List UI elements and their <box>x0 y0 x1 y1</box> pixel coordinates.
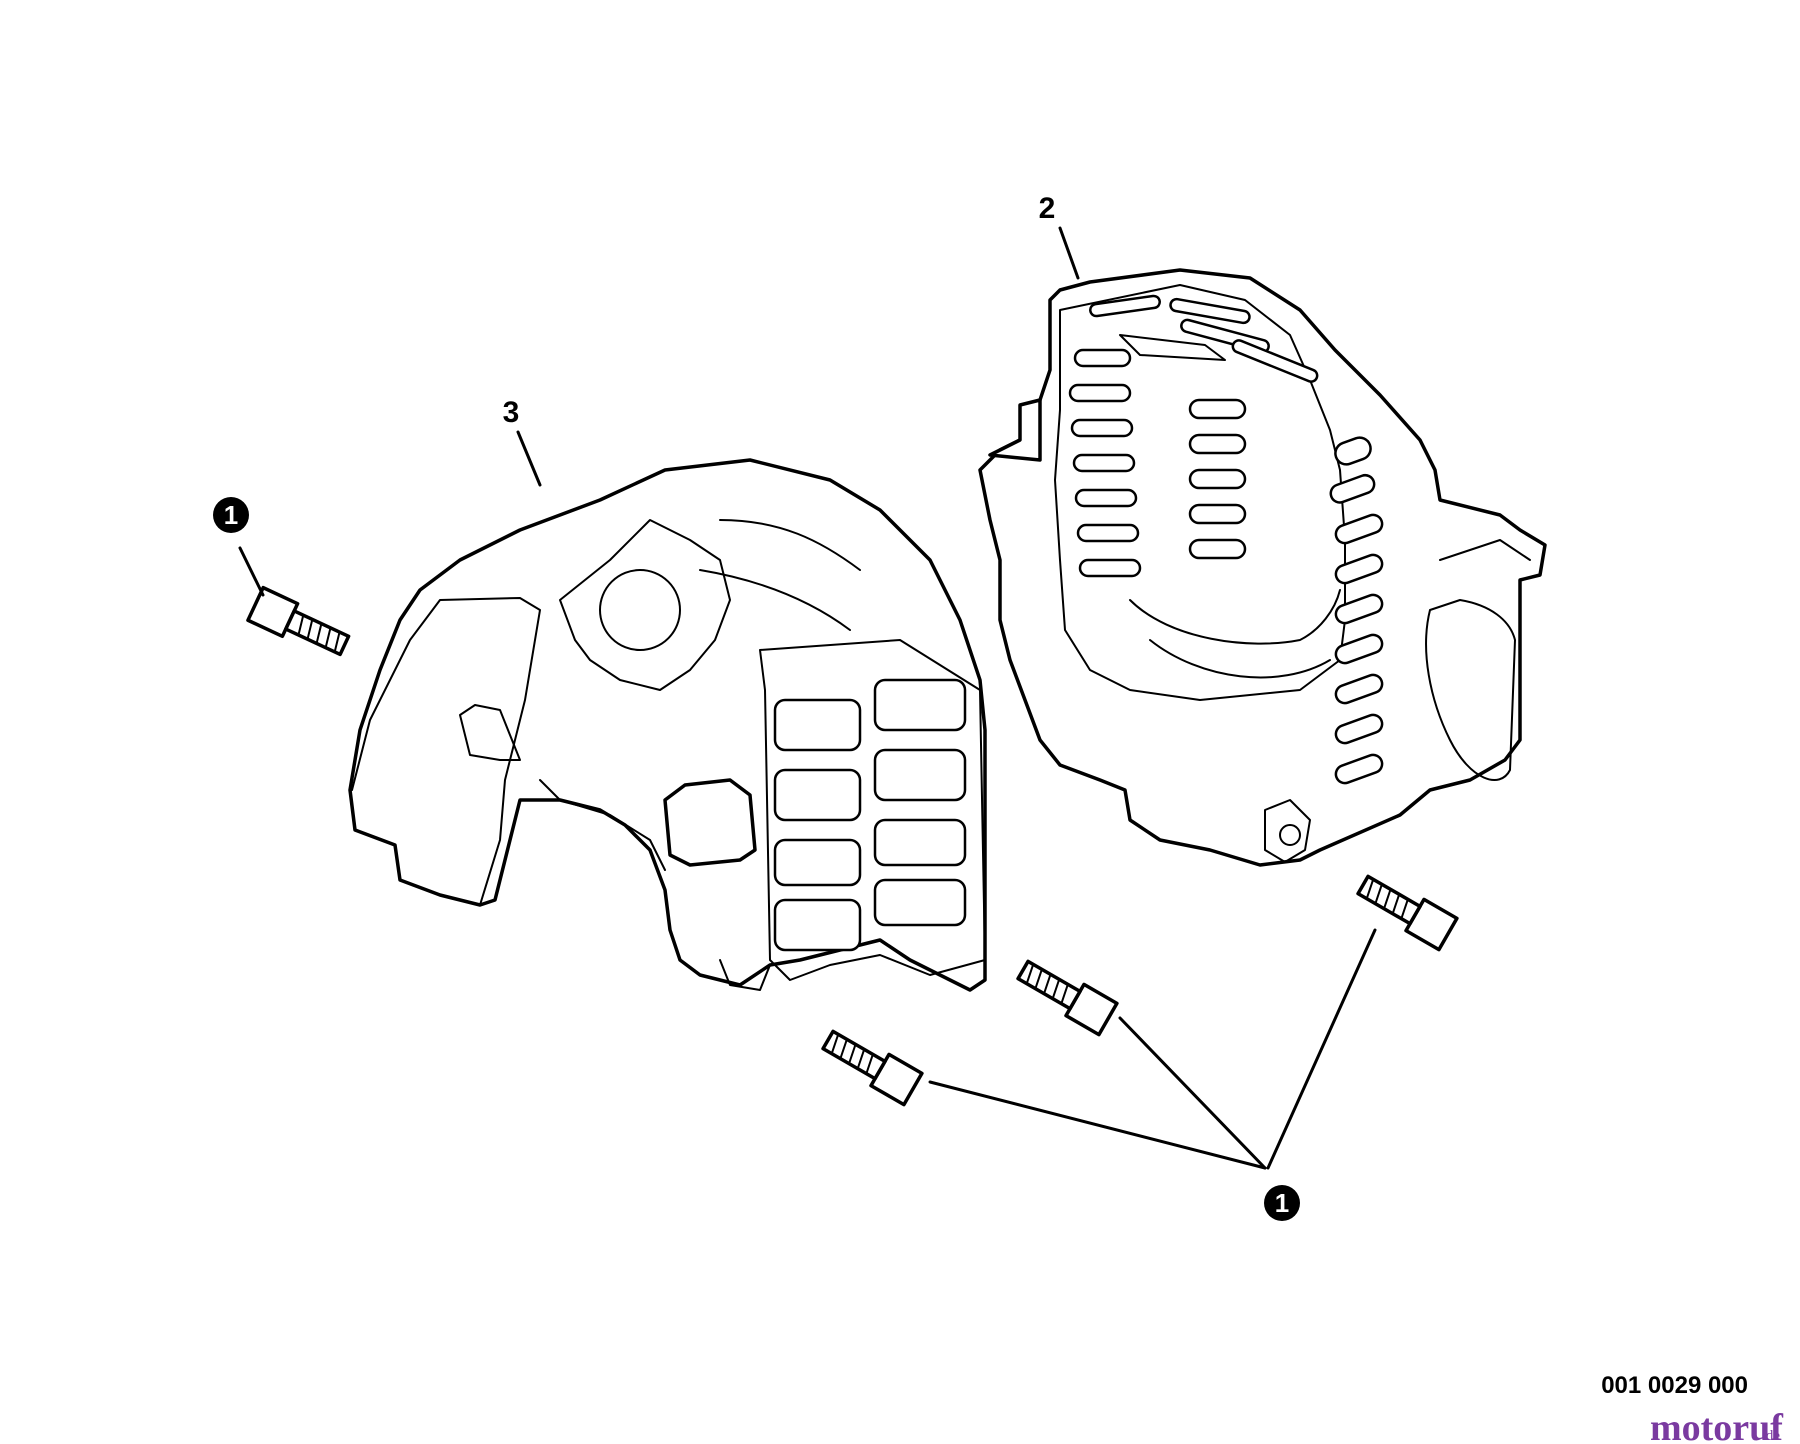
callout-screw-group-number: 1 <box>1275 1188 1289 1218</box>
callout-part-3: 3 <box>503 396 520 429</box>
figure-code: 001 0029 000 <box>1601 1372 1748 1399</box>
cover-part-3 <box>348 458 987 992</box>
callout-screw-group: 1 <box>1264 1185 1300 1221</box>
callout-part-2: 2 <box>1039 192 1056 225</box>
watermark-name: motoruf <box>1650 1407 1784 1444</box>
screw-bottom-left <box>821 1029 924 1107</box>
screw-left <box>246 585 351 657</box>
cover-part-2 <box>978 268 1547 867</box>
leader-lines <box>238 226 1377 1170</box>
callout-screw-left: 1 <box>213 497 249 533</box>
screw-bottom-middle <box>1016 959 1119 1037</box>
screw-bottom-right <box>1356 874 1459 952</box>
watermark-tld: .de <box>1762 1428 1780 1444</box>
watermark-logo: motoruf .de <box>1650 1407 1784 1444</box>
callout-screw-left-number: 1 <box>224 500 238 530</box>
